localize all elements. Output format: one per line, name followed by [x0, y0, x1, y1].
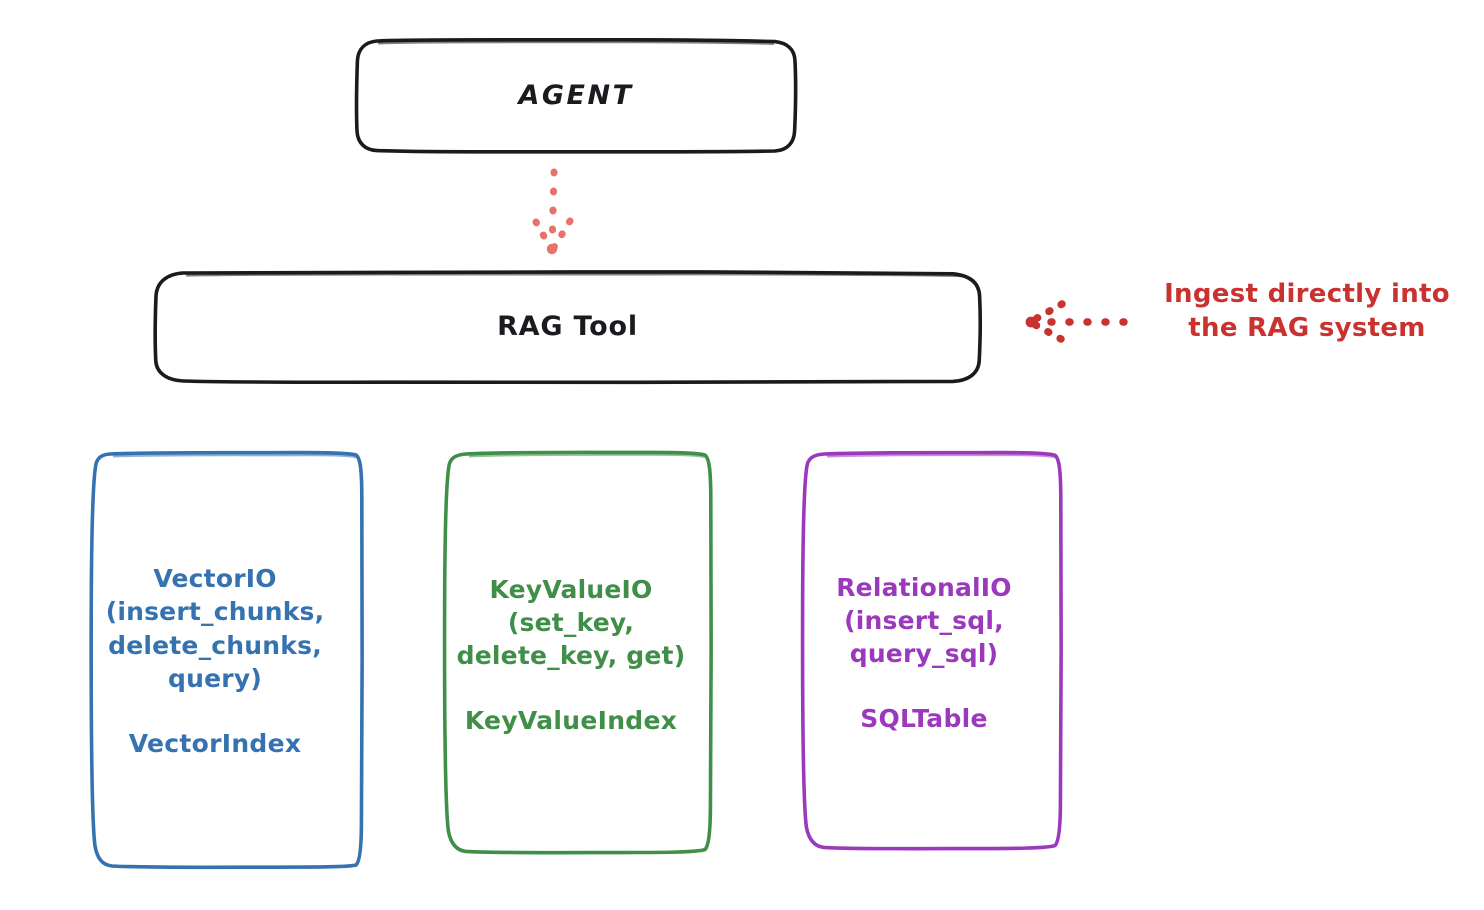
node-key-value-io[interactable]: KeyValueIO (set_key, delete_key, get) Ke…: [428, 450, 714, 858]
key-value-io-label: KeyValueIO (set_key, delete_key, get): [456, 574, 686, 671]
annotation-ingest: Ingest directly into the RAG system: [1142, 277, 1472, 346]
connector-agent-to-rag-tool: [532, 168, 574, 255]
node-agent[interactable]: AGENT: [354, 37, 798, 154]
vector-io-sublabel: VectorIndex: [128, 729, 302, 758]
connector-ingest-to-rag-tool: [1025, 300, 1128, 343]
agent-label: AGENT: [518, 80, 634, 112]
relational-io-label: RelationalIO (insert_sql, query_sql): [836, 572, 1012, 669]
vector-io-label: VectorIO (insert_chunks, delete_chunks, …: [105, 564, 325, 693]
relational-io-sublabel: SQLTable: [860, 704, 988, 734]
annotation-ingest-text: Ingest directly into the RAG system: [1164, 279, 1450, 344]
node-rag-tool[interactable]: RAG Tool: [153, 270, 983, 385]
key-value-io-sublabel: KeyValueIndex: [464, 706, 678, 736]
rag-tool-label: RAG Tool: [497, 311, 638, 343]
node-vector-io[interactable]: VectorIO (insert_chunks, delete_chunks, …: [66, 450, 364, 870]
node-relational-io[interactable]: RelationalIO (insert_sql, query_sql) SQL…: [784, 450, 1064, 854]
